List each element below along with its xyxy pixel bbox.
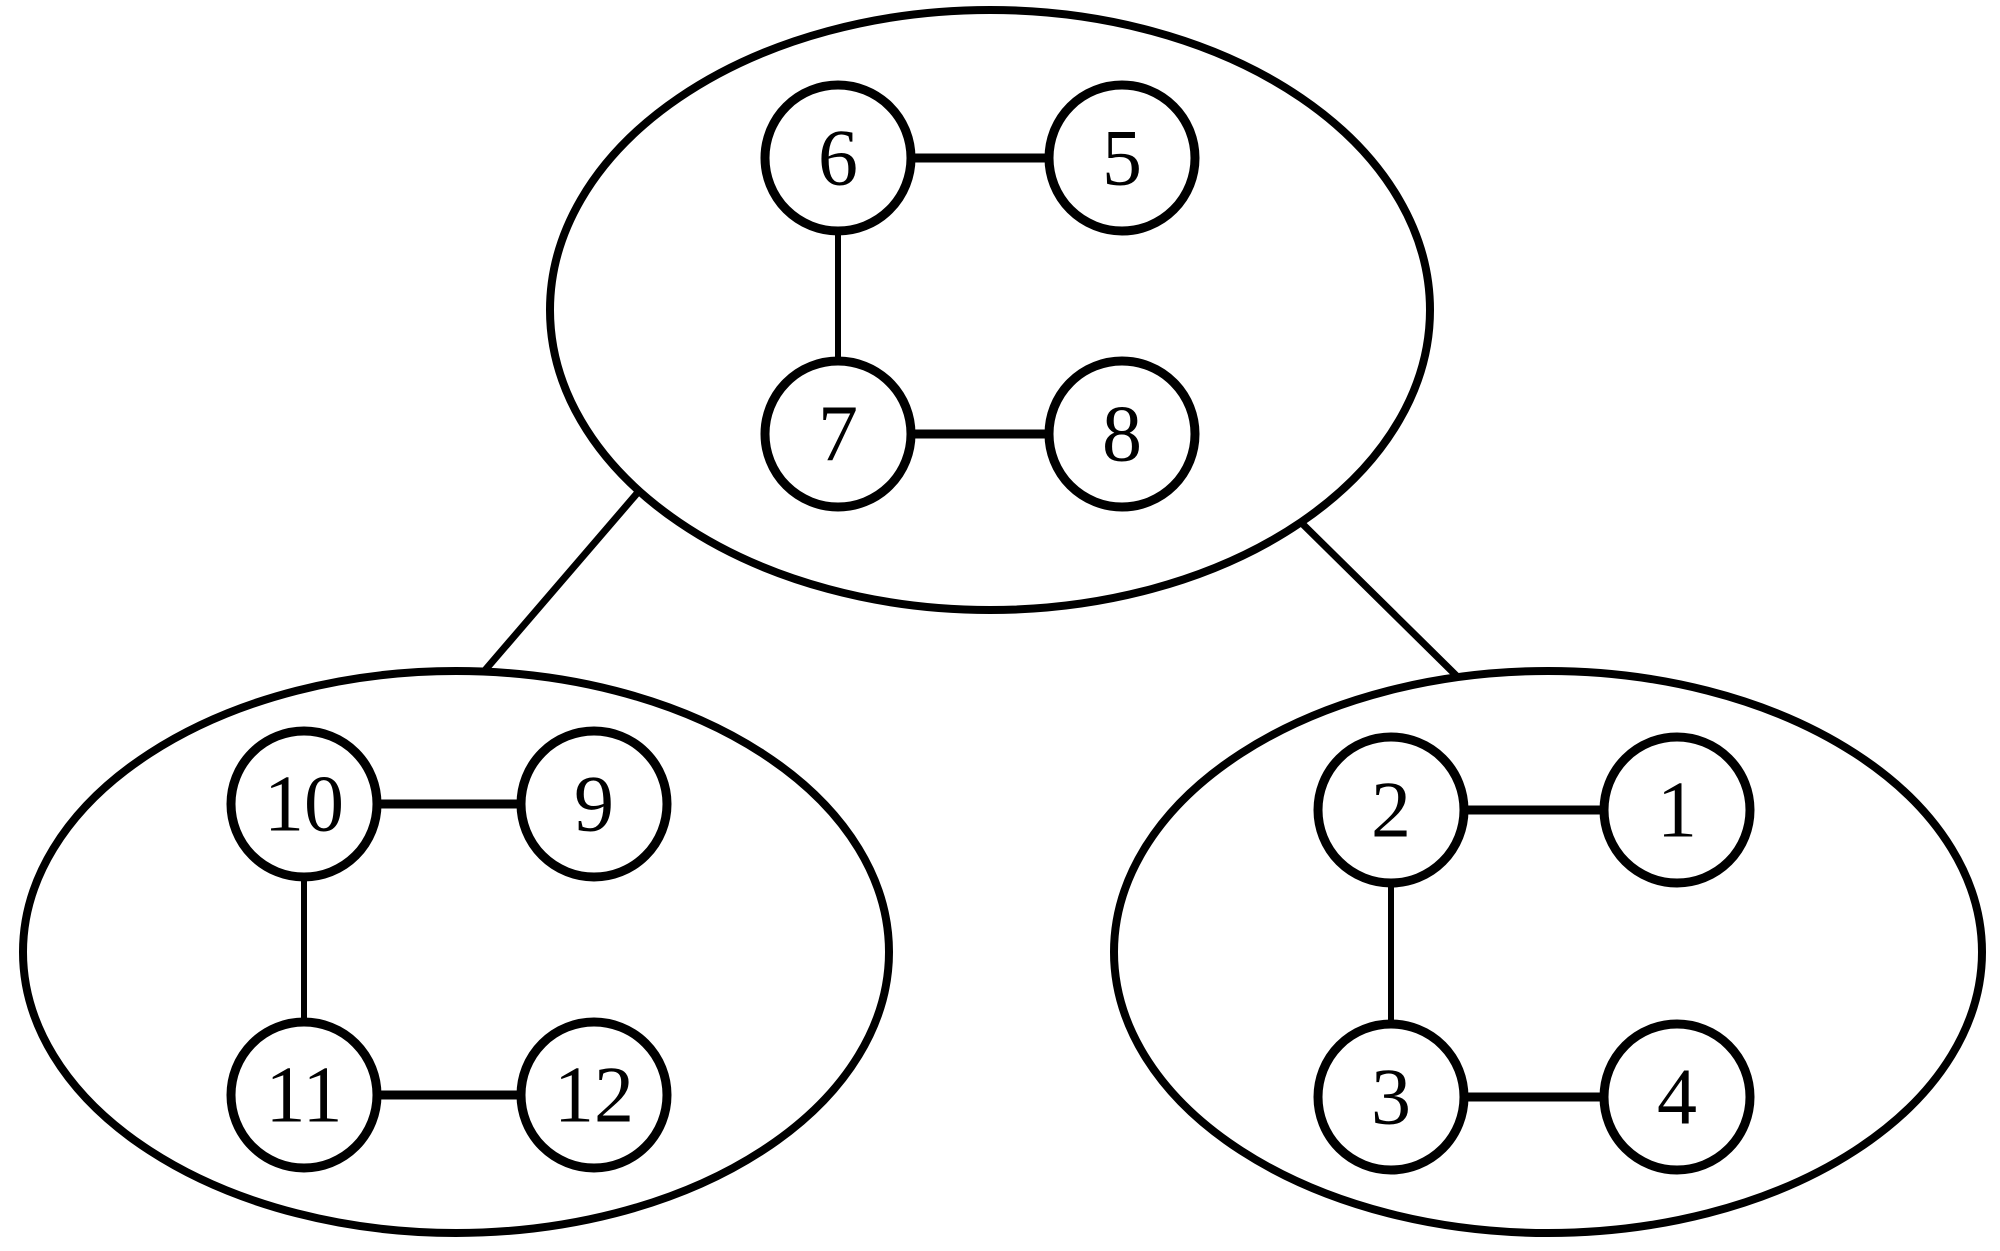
cluster-edge-top-bottom-left: [465, 452, 673, 693]
node-9: [516, 726, 672, 882]
node-6-label: 6: [818, 114, 858, 202]
cluster-ellipse-bottom-left: [19, 667, 893, 1237]
node-2: [1313, 732, 1469, 888]
node-4-label: 4: [1657, 1053, 1697, 1141]
node-9-label: 9: [574, 760, 614, 848]
node-7-label: 7: [818, 390, 858, 478]
node-10-label: 10: [264, 760, 344, 848]
node-3: [1313, 1019, 1469, 1175]
cluster-ellipse-top: [546, 6, 1434, 614]
node-12-label: 12: [554, 1051, 634, 1139]
node-10: [226, 726, 382, 882]
node-4: [1599, 1019, 1755, 1175]
node-11-label: 11: [265, 1051, 342, 1139]
node-3-label: 3: [1371, 1053, 1411, 1141]
nodes-layer: 6 5 7 8 10 9 11 12 2 1 3 4: [226, 80, 1755, 1175]
node-2-label: 2: [1371, 766, 1411, 854]
cluster-ellipse-bottom-right: [1110, 667, 1986, 1237]
node-7: [760, 356, 916, 512]
node-6: [760, 80, 916, 236]
node-1: [1599, 732, 1755, 888]
node-5: [1044, 80, 1200, 236]
node-8-label: 8: [1102, 390, 1142, 478]
node-5-label: 5: [1102, 114, 1142, 202]
node-12: [516, 1017, 672, 1173]
node-11: [226, 1017, 382, 1173]
node-1-label: 1: [1657, 766, 1697, 854]
node-8: [1044, 356, 1200, 512]
